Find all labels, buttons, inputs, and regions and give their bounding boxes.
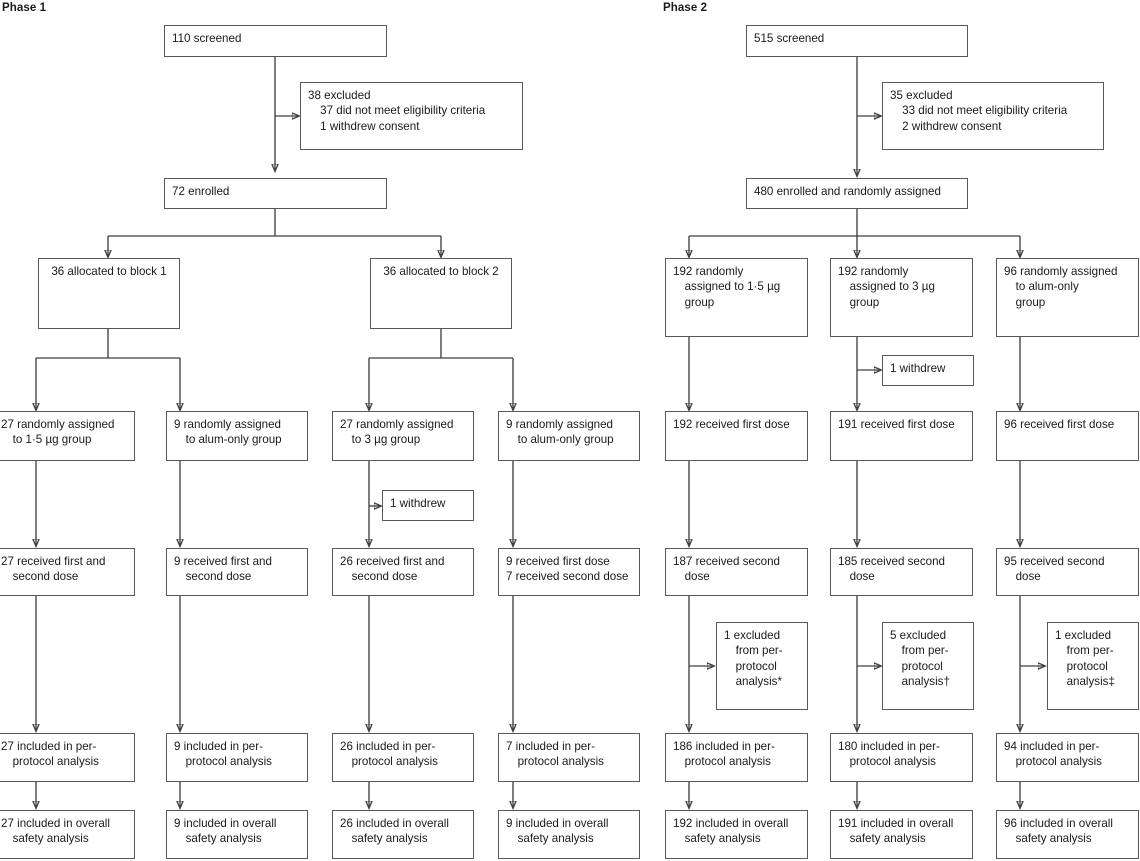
phase1-arm2-perprotocol-text: 9 included in per- protocol analysis [174, 740, 272, 769]
phase1-arm2-assigned-box: 9 randomly assigned to alum-only group [166, 411, 308, 461]
phase2-arm3-assigned-box: 96 randomly assigned to alum-only group [996, 258, 1139, 337]
phase1-arm4-assigned-text: 9 randomly assigned to alum-only group [506, 418, 614, 447]
phase2-arm3-perprotocol-box: 94 included in per- protocol analysis [996, 733, 1139, 782]
phase1-arm4-safety-box: 9 included in overall safety analysis [498, 810, 640, 859]
phase1-arm1-assigned-box: 27 randomly assigned to 1·5 µg group [0, 411, 135, 461]
phase2-arm3-perprotocol-text: 94 included in per- protocol analysis [1004, 740, 1102, 769]
phase1-block1-text: 36 allocated to block 1 [51, 265, 167, 278]
phase2-arm1-perprotocol-box: 186 included in per- protocol analysis [665, 733, 808, 782]
phase2-arm1-safety-box: 192 included in overall safety analysis [665, 810, 808, 859]
phase2-arm3-safety-text: 96 included in overall safety analysis [1004, 817, 1113, 846]
phase1-arm1-safety-text: 27 included in overall safety analysis [1, 817, 110, 846]
phase1-arm3-safety-text: 26 included in overall safety analysis [340, 817, 449, 846]
phase1-arm3-safety-box: 26 included in overall safety analysis [332, 810, 474, 859]
phase1-screened-text: 110 screened [172, 32, 242, 45]
phase1-arm1-perprotocol-box: 27 included in per- protocol analysis [0, 733, 135, 782]
phase1-arm2-assigned-text: 9 randomly assigned to alum-only group [174, 418, 282, 447]
phase1-arm1-dose-text: 27 received first and second dose [1, 555, 106, 584]
phase2-arm2-firstdose-text: 191 received first dose [838, 418, 955, 431]
phase1-arm4-safety-text: 9 included in overall safety analysis [506, 817, 609, 846]
phase1-excluded-box: 38 excluded 37 did not meet eligibility … [300, 82, 523, 150]
phase1-arm3-assigned-box: 27 randomly assigned to 3 µg group [332, 411, 474, 461]
phase2-screened-text: 515 screened [754, 32, 825, 45]
phase2-screened-box: 515 screened [746, 25, 968, 57]
phase1-excluded-items: 37 did not meet eligibility criteria 1 w… [320, 104, 486, 133]
phase1-block1-box: 36 allocated to block 1 [38, 258, 180, 329]
phase1-arm3-perprotocol-text: 26 included in per- protocol analysis [340, 740, 438, 769]
phase2-arm1-safety-text: 192 included in overall safety analysis [673, 817, 789, 846]
phase2-arm3-excluded-pp-box: 1 excluded from per- protocol analysis‡ [1047, 622, 1139, 710]
phase1-arm1-assigned-text: 27 randomly assigned to 1·5 µg group [1, 418, 115, 447]
phase2-excluded-box: 35 excluded 33 did not meet eligibility … [882, 82, 1104, 150]
phase2-arm2-assigned-text: 192 randomly assigned to 3 µg group [838, 265, 935, 309]
phase2-arm1-assigned-box: 192 randomly assigned to 1·5 µg group [665, 258, 808, 337]
phase2-arm3-seconddose-text: 95 received second dose [1004, 555, 1105, 584]
phase2-arm2-withdrew-text: 1 withdrew [890, 362, 946, 375]
phase2-arm1-excluded-pp-text: 1 excluded from per- protocol analysis* [724, 629, 783, 688]
phase-2-label: Phase 2 [663, 2, 708, 14]
phase1-block2-text: 36 allocated to block 2 [383, 265, 499, 278]
phase2-arm1-excluded-pp-box: 1 excluded from per- protocol analysis* [716, 622, 808, 710]
phase2-arm2-seconddose-text: 185 received second dose [838, 555, 945, 584]
phase2-arm1-perprotocol-text: 186 included in per- protocol analysis [673, 740, 775, 769]
phase2-arm2-safety-text: 191 included in overall safety analysis [838, 817, 954, 846]
phase2-arm3-safety-box: 96 included in overall safety analysis [996, 810, 1139, 859]
phase1-arm2-safety-text: 9 included in overall safety analysis [174, 817, 277, 846]
phase1-enrolled-box: 72 enrolled [164, 178, 387, 209]
phase2-arm2-perprotocol-text: 180 included in per- protocol analysis [838, 740, 940, 769]
phase2-arm3-seconddose-box: 95 received second dose [996, 548, 1139, 596]
phase1-arm3-perprotocol-box: 26 included in per- protocol analysis [332, 733, 474, 782]
phase2-arm1-seconddose-text: 187 received second dose [673, 555, 780, 584]
phase1-excluded-head: 38 excluded [308, 89, 371, 102]
phase2-arm3-excluded-pp-text: 1 excluded from per- protocol analysis‡ [1055, 629, 1115, 688]
phase2-arm3-assigned-text: 96 randomly assigned to alum-only group [1004, 265, 1118, 309]
phase1-arm1-perprotocol-text: 27 included in per- protocol analysis [1, 740, 99, 769]
phase1-arm3-dose-text: 26 received first and second dose [340, 555, 445, 584]
phase1-arm4-assigned-box: 9 randomly assigned to alum-only group [498, 411, 640, 461]
phase1-arm2-dose-text: 9 received first and second dose [174, 555, 272, 584]
phase1-arm4-perprotocol-box: 7 included in per- protocol analysis [498, 733, 640, 782]
phase2-arm2-seconddose-box: 185 received second dose [830, 548, 973, 596]
phase2-arm2-safety-box: 191 included in overall safety analysis [830, 810, 973, 859]
phase2-arm2-assigned-box: 192 randomly assigned to 3 µg group [830, 258, 973, 337]
phase2-excluded-head: 35 excluded [890, 89, 953, 102]
phase2-excluded-items: 33 did not meet eligibility criteria 2 w… [902, 104, 1068, 133]
phase1-arm3-withdrew-box: 1 withdrew [382, 490, 474, 521]
phase1-arm3-withdrew-text: 1 withdrew [390, 497, 446, 510]
phase1-enrolled-text: 72 enrolled [172, 185, 230, 198]
phase2-enrolled-box: 480 enrolled and randomly assigned [746, 178, 968, 209]
phase2-arm2-withdrew-box: 1 withdrew [882, 355, 974, 386]
phase1-arm2-dose-box: 9 received first and second dose [166, 548, 308, 596]
phase1-arm2-safety-box: 9 included in overall safety analysis [166, 810, 308, 859]
phase1-arm1-dose-box: 27 received first and second dose [0, 548, 135, 596]
phase2-arm2-firstdose-box: 191 received first dose [830, 411, 973, 461]
phase2-arm2-excluded-pp-box: 5 excluded from per- protocol analysis† [882, 622, 974, 710]
phase2-arm3-firstdose-text: 96 received first dose [1004, 418, 1115, 431]
phase2-arm1-firstdose-box: 192 received first dose [665, 411, 808, 461]
phase2-arm1-firstdose-text: 192 received first dose [673, 418, 790, 431]
phase1-arm4-dose-text: 9 received first dose 7 received second … [506, 555, 629, 584]
phase2-arm2-perprotocol-box: 180 included in per- protocol analysis [830, 733, 973, 782]
phase2-arm1-seconddose-box: 187 received second dose [665, 548, 808, 596]
phase1-arm2-perprotocol-box: 9 included in per- protocol analysis [166, 733, 308, 782]
phase2-enrolled-text: 480 enrolled and randomly assigned [754, 185, 941, 198]
phase1-arm3-dose-box: 26 received first and second dose [332, 548, 474, 596]
phase2-arm3-firstdose-box: 96 received first dose [996, 411, 1139, 461]
phase1-arm1-safety-box: 27 included in overall safety analysis [0, 810, 135, 859]
phase1-screened-box: 110 screened [164, 25, 387, 57]
phase1-arm4-perprotocol-text: 7 included in per- protocol analysis [506, 740, 604, 769]
phase1-arm3-assigned-text: 27 randomly assigned to 3 µg group [340, 418, 454, 447]
phase2-arm1-assigned-text: 192 randomly assigned to 1·5 µg group [673, 265, 781, 309]
phase2-arm2-excluded-pp-text: 5 excluded from per- protocol analysis† [890, 629, 950, 688]
phase1-block2-box: 36 allocated to block 2 [370, 258, 512, 329]
phase1-arm4-dose-box: 9 received first dose 7 received second … [498, 548, 640, 596]
phase-1-label: Phase 1 [2, 2, 47, 14]
